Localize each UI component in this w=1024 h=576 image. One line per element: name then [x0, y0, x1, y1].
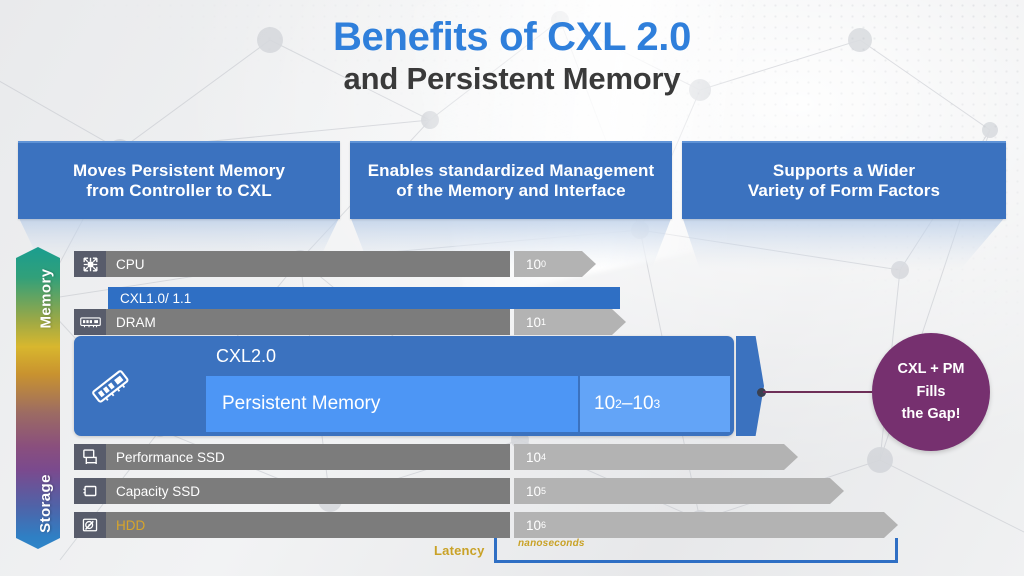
bar-cpu: CPU [106, 251, 510, 277]
label-cxl-2-0-text: CXL2.0 [216, 345, 277, 366]
bar-dram: DRAM [106, 309, 510, 335]
bar-cxl-1-0[interactable]: CXL1.0/ 1.1 [108, 287, 620, 309]
value-capacity-ssd-base: 10 [526, 483, 542, 499]
value-hdd-base: 10 [526, 517, 542, 533]
latency-unit-label: nanoseconds [518, 538, 585, 549]
title-block: Benefits of CXL 2.0 and Persistent Memor… [0, 16, 1024, 96]
banner-enables-standardized-management[interactable]: Enables standardized Management of the M… [350, 141, 672, 219]
dram-module-icon [74, 309, 106, 335]
hdd-platter-icon [74, 512, 106, 538]
banner-2-line-1: Enables standardized Management [367, 160, 655, 180]
pm-value-low-base: 10 [594, 393, 616, 414]
banner-supports-wider-variety[interactable]: Supports a Wider Variety of Form Factors [682, 141, 1006, 219]
pm-value-dash: – [621, 393, 633, 414]
callout-line-2: Fills [916, 383, 946, 400]
banner-1-line-2: from Controller to CXL [86, 181, 272, 200]
ssd-capacity-icon [74, 478, 106, 504]
connector-line [763, 391, 877, 393]
label-cxl-1-0: CXL1.0/ 1.1 [120, 290, 192, 306]
label-hdd: HDD [116, 517, 146, 533]
latency-bracket [494, 538, 898, 563]
callout-cxl-pm-fills-gap[interactable]: CXL + PM Fills the Gap! [872, 333, 990, 451]
callout-line-3: the Gap! [901, 406, 961, 423]
rail-label-memory: Memory [16, 269, 60, 329]
bar-capacity-ssd: Capacity SSD [106, 478, 510, 504]
bar-performance-ssd: Performance SSD [106, 444, 510, 470]
rail-label-storage-text: Storage [36, 474, 54, 533]
banner-3-line-1: Supports a Wider [772, 160, 916, 180]
value-cpu-base: 10 [526, 256, 542, 272]
rail-label-storage: Storage [16, 474, 60, 533]
callout-line-1: CXL + PM [897, 361, 965, 378]
label-persistent-memory-text: Persistent Memory [222, 393, 381, 414]
banner-3-line-2: Variety of Form Factors [747, 181, 941, 200]
pm-value-high-base: 10 [632, 393, 654, 414]
label-cxl-2-0: CXL2.0 [206, 341, 730, 371]
label-persistent-memory: Persistent Memory [206, 376, 578, 432]
rail-label-memory-text: Memory [37, 268, 55, 329]
latency-label: Latency [434, 543, 485, 558]
memory-storage-gradient-rail [16, 247, 60, 549]
persistent-memory-module-icon [80, 336, 140, 436]
label-performance-ssd: Performance SSD [116, 449, 225, 465]
label-cpu: CPU [116, 256, 145, 272]
cxl-2-0-arrow-head [736, 336, 764, 436]
page-title: Benefits of CXL 2.0 [332, 15, 692, 59]
value-performance-ssd-base: 10 [526, 449, 542, 465]
banner-moves-persistent-memory[interactable]: Moves Persistent Memory from Controller … [18, 141, 340, 219]
label-capacity-ssd: Capacity SSD [116, 483, 201, 499]
ssd-performance-icon [74, 444, 106, 470]
banner-1-line-1: Moves Persistent Memory [72, 160, 286, 180]
connector-dot [757, 388, 766, 397]
page-subtitle: and Persistent Memory [343, 61, 681, 96]
banner-2-line-2: of the Memory and Interface [396, 181, 626, 200]
value-dram-base: 10 [526, 314, 542, 330]
callout-connector [757, 388, 877, 397]
label-dram: DRAM [116, 314, 156, 330]
bar-hdd: HDD [106, 512, 510, 538]
cpu-chip-icon [74, 251, 106, 277]
